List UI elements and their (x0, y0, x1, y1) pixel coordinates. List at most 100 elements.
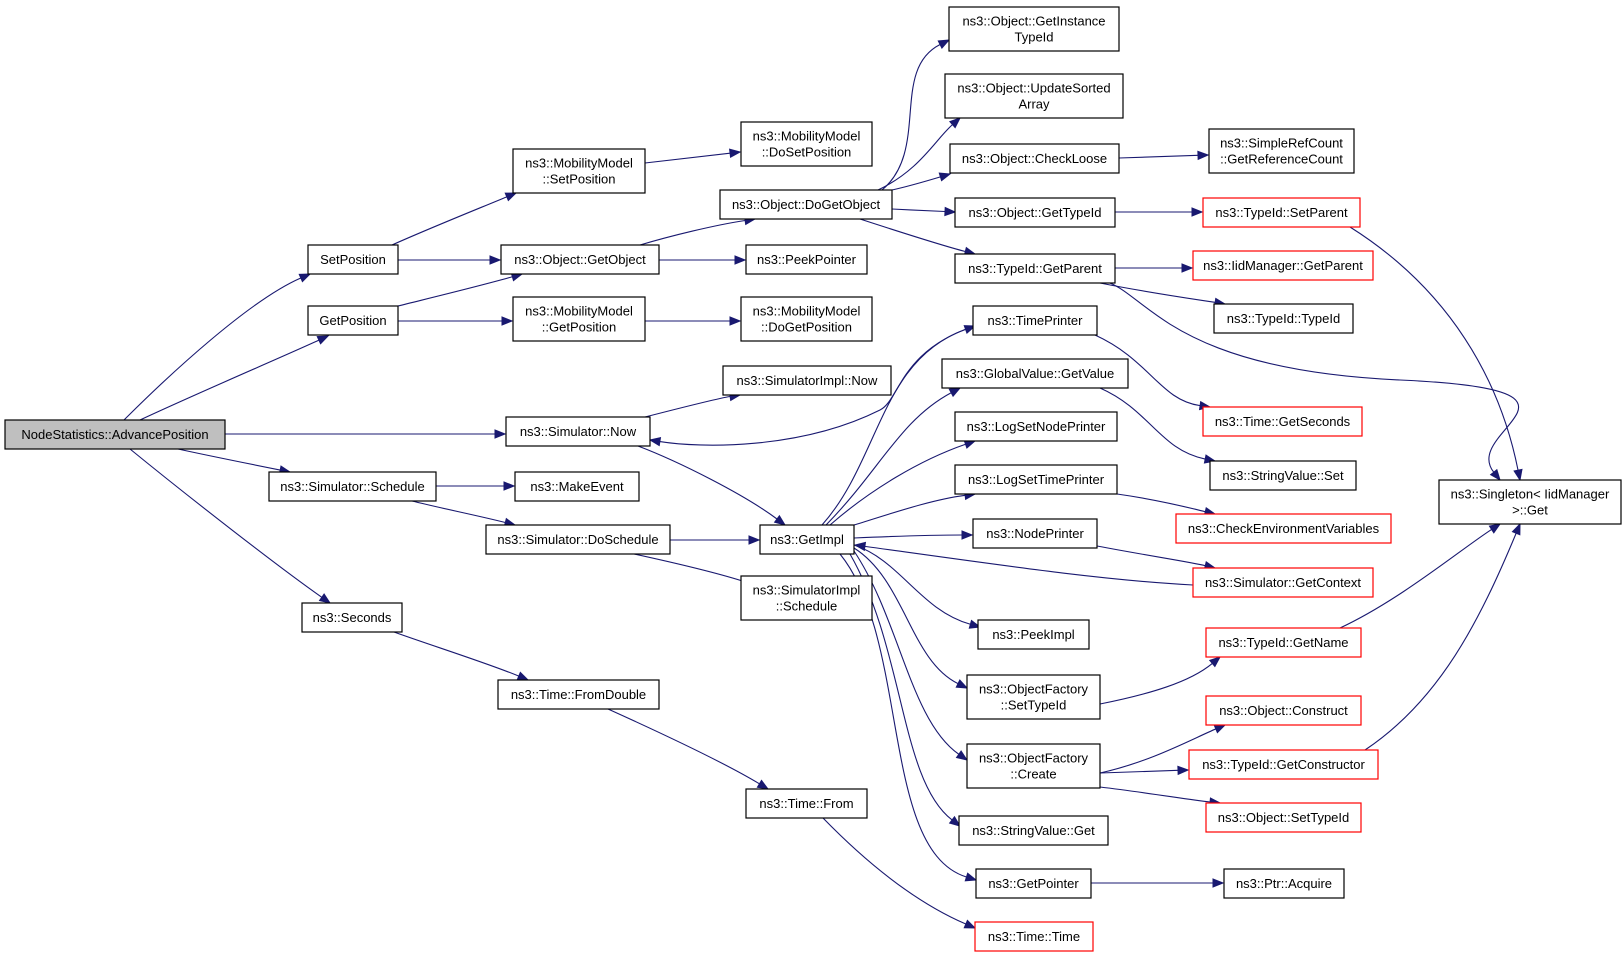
node-ofsettid[interactable]: ns3::ObjectFactory::SetTypeId (966, 674, 1101, 720)
node-box[interactable] (1188, 749, 1379, 780)
node-box[interactable] (977, 619, 1090, 650)
node-box[interactable] (1208, 128, 1355, 174)
node-box[interactable] (497, 679, 660, 710)
node-box[interactable] (719, 189, 893, 220)
node-mmgetpos[interactable]: ns3::MobilityModel::GetPosition (512, 296, 646, 342)
node-ofcreate[interactable]: ns3::ObjectFactory::Create (966, 743, 1101, 789)
node-box[interactable] (505, 416, 651, 447)
node-box[interactable] (740, 296, 873, 342)
node-box[interactable] (722, 365, 892, 396)
node-iidgetparent[interactable]: ns3::IidManager::GetParent (1192, 250, 1374, 281)
node-logsettime[interactable]: ns3::LogSetTimePrinter (954, 464, 1118, 495)
node-box[interactable] (1175, 513, 1392, 544)
node-box[interactable] (512, 296, 646, 342)
node-box[interactable] (301, 602, 403, 633)
node-box[interactable] (1202, 406, 1363, 437)
node-peekimpl[interactable]: ns3::PeekImpl (977, 619, 1090, 650)
node-box[interactable] (958, 815, 1109, 846)
node-fromdouble[interactable]: ns3::Time::FromDouble (497, 679, 660, 710)
node-box[interactable] (941, 358, 1129, 389)
node-getpointer[interactable]: ns3::GetPointer (975, 868, 1092, 899)
node-box[interactable] (500, 244, 660, 275)
node-box[interactable] (1202, 197, 1361, 228)
node-objgettid[interactable]: ns3::Object::GetTypeId (954, 197, 1116, 228)
node-ptracquire[interactable]: ns3::Ptr::Acquire (1223, 868, 1345, 899)
node-tidgetparent[interactable]: ns3::TypeId::GetParent (954, 253, 1116, 284)
node-box[interactable] (954, 464, 1118, 495)
node-simgetctx[interactable]: ns3::Simulator::GetContext (1192, 567, 1374, 598)
node-box[interactable] (514, 471, 640, 502)
node-box[interactable] (944, 73, 1124, 119)
node-box[interactable] (745, 244, 868, 275)
node-box[interactable] (307, 244, 399, 275)
node-nodeprinter[interactable]: ns3::NodePrinter (972, 518, 1098, 549)
node-svset[interactable]: ns3::StringValue::Set (1209, 460, 1357, 491)
node-box[interactable] (954, 197, 1116, 228)
node-box[interactable] (974, 921, 1094, 952)
node-box[interactable] (975, 868, 1092, 899)
node-box[interactable] (1438, 479, 1622, 525)
node-box[interactable] (1205, 627, 1362, 658)
node-makeevent[interactable]: ns3::MakeEvent (514, 471, 640, 502)
node-box[interactable] (307, 305, 399, 336)
node-simimplsched[interactable]: ns3::SimulatorImpl::Schedule (740, 575, 873, 621)
node-tidgetname[interactable]: ns3::TypeId::GetName (1205, 627, 1362, 658)
node-advpos[interactable]: NodeStatistics::AdvancePosition (4, 419, 226, 450)
node-checkenv[interactable]: ns3::CheckEnvironmentVariables (1175, 513, 1392, 544)
node-dogetobj[interactable]: ns3::Object::DoGetObject (719, 189, 893, 220)
node-box[interactable] (972, 305, 1098, 336)
node-box[interactable] (740, 121, 873, 167)
node-tidgetctor[interactable]: ns3::TypeId::GetConstructor (1188, 749, 1379, 780)
node-mmdogetpos[interactable]: ns3::MobilityModel::DoGetPosition (740, 296, 873, 342)
node-mmsetpos[interactable]: ns3::MobilityModel::SetPosition (512, 148, 646, 194)
node-box[interactable] (485, 524, 671, 555)
node-simnow[interactable]: ns3::Simulator::Now (505, 416, 651, 447)
node-objconstruct[interactable]: ns3::Object::Construct (1205, 695, 1362, 726)
node-box[interactable] (972, 518, 1098, 549)
node-box[interactable] (966, 743, 1101, 789)
node-objgetobj[interactable]: ns3::Object::GetObject (500, 244, 660, 275)
node-box[interactable] (740, 575, 873, 621)
node-box[interactable] (745, 788, 868, 819)
node-timetime[interactable]: ns3::Time::Time (974, 921, 1094, 952)
node-box[interactable] (1213, 303, 1354, 334)
node-box[interactable] (954, 411, 1118, 442)
node-dosched[interactable]: ns3::Simulator::DoSchedule (485, 524, 671, 555)
node-getimpl[interactable]: ns3::GetImpl (759, 524, 855, 555)
node-peekptr[interactable]: ns3::PeekPointer (745, 244, 868, 275)
node-singleton[interactable]: ns3::Singleton< IidManager >::Get (1438, 479, 1622, 525)
node-mmdosetpos[interactable]: ns3::MobilityModel::DoSetPosition (740, 121, 873, 167)
node-timegetsec[interactable]: ns3::Time::GetSeconds (1202, 406, 1363, 437)
node-srcgetref[interactable]: ns3::SimpleRefCount::GetReferenceCount (1208, 128, 1355, 174)
node-box[interactable] (966, 674, 1101, 720)
node-box[interactable] (512, 148, 646, 194)
node-logsetnode[interactable]: ns3::LogSetNodePrinter (954, 411, 1118, 442)
node-objsettid[interactable]: ns3::Object::SetTypeId (1205, 802, 1362, 833)
node-tidsetparent[interactable]: ns3::TypeId::SetParent (1202, 197, 1361, 228)
node-tidtid[interactable]: ns3::TypeId::TypeId (1213, 303, 1354, 334)
node-box[interactable] (1192, 567, 1374, 598)
node-seconds[interactable]: ns3::Seconds (301, 602, 403, 633)
node-simsched[interactable]: ns3::Simulator::Schedule (268, 471, 437, 502)
node-timeprinter[interactable]: ns3::TimePrinter (972, 305, 1098, 336)
node-box[interactable] (1192, 250, 1374, 281)
node-box[interactable] (1205, 695, 1362, 726)
node-box[interactable] (1223, 868, 1345, 899)
node-checkloose[interactable]: ns3::Object::CheckLoose (949, 143, 1120, 174)
node-getpos[interactable]: GetPosition (307, 305, 399, 336)
node-gvgetvalue[interactable]: ns3::GlobalValue::GetValue (941, 358, 1129, 389)
node-box[interactable] (1205, 802, 1362, 833)
node-box[interactable] (949, 143, 1120, 174)
node-simimplnow[interactable]: ns3::SimulatorImpl::Now (722, 365, 892, 396)
node-box[interactable] (948, 6, 1120, 52)
node-timefrom[interactable]: ns3::Time::From (745, 788, 868, 819)
node-svget[interactable]: ns3::StringValue::Get (958, 815, 1109, 846)
node-box[interactable] (4, 419, 226, 450)
node-box[interactable] (268, 471, 437, 502)
node-box[interactable] (954, 253, 1116, 284)
node-setpos[interactable]: SetPosition (307, 244, 399, 275)
node-box[interactable] (1209, 460, 1357, 491)
node-box[interactable] (759, 524, 855, 555)
